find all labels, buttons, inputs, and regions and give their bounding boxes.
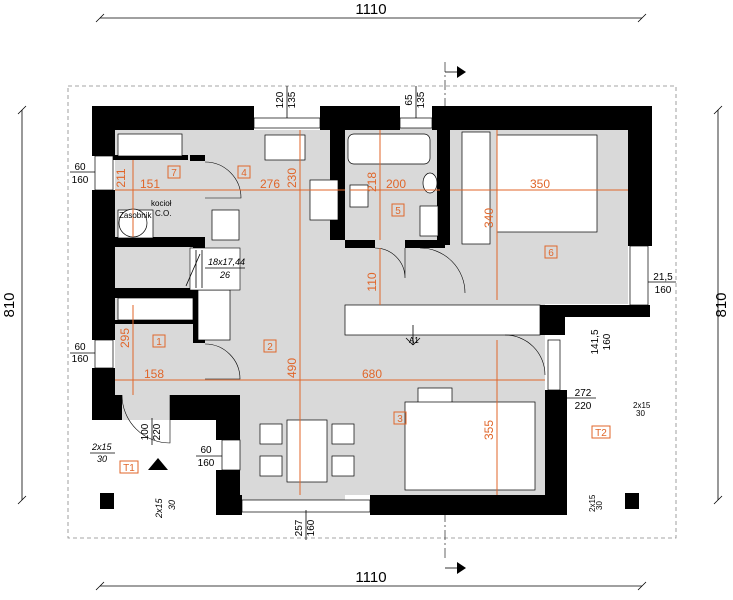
dim-211: 211 xyxy=(114,168,128,187)
dim-218: 218 xyxy=(365,172,379,192)
furniture xyxy=(117,131,598,491)
window-left1-b: 160 xyxy=(72,175,89,186)
dim-276: 276 xyxy=(260,177,280,191)
entry-door-b: 220 xyxy=(152,423,163,440)
slope-2-sub: 30 xyxy=(167,500,177,510)
slope-4-sub: 30 xyxy=(595,501,604,510)
slope-3-sub: 30 xyxy=(636,409,645,418)
dim-230: 230 xyxy=(285,168,299,188)
window-right-b: 160 xyxy=(655,285,672,296)
room-5: 5 xyxy=(395,206,401,217)
entry-arrow-icon xyxy=(148,458,168,470)
terrace-t2: T2 xyxy=(595,428,607,439)
room-2: 2 xyxy=(267,342,273,353)
room-7: 7 xyxy=(171,168,177,179)
door-terrace-a: 272 xyxy=(575,388,592,399)
section-a1-label: A1 xyxy=(409,336,419,345)
sink xyxy=(264,134,306,161)
dining-table xyxy=(286,419,328,483)
dim-680: 680 xyxy=(362,367,382,381)
room-markers: 7 4 5 6 1 2 3 T1 T2 xyxy=(119,165,611,474)
room-1: 1 xyxy=(156,337,162,348)
boiler-sub-label: C.O. xyxy=(155,209,171,218)
stove xyxy=(309,179,339,221)
roof-outline xyxy=(67,85,677,539)
terrace-t1: T1 xyxy=(123,463,135,474)
window-top1-a: 120 xyxy=(275,91,286,108)
double-bed xyxy=(496,134,598,233)
wardrobe xyxy=(117,133,183,157)
window-left2-a: 60 xyxy=(74,342,86,353)
entry-door-a: 100 xyxy=(140,423,151,440)
stairs xyxy=(185,247,241,291)
door-terrace-b: 220 xyxy=(575,401,592,412)
slope-3-label: 2x15 xyxy=(633,401,651,410)
section-arrow: A1 xyxy=(405,325,421,346)
dim-355: 355 xyxy=(482,420,496,440)
tank-label: Zasobnik xyxy=(119,211,152,220)
room-4: 4 xyxy=(241,168,247,179)
boiler-label: kocioł xyxy=(151,199,172,208)
window-bottom-a: 257 xyxy=(294,519,305,536)
slope-4-label: 2x15 xyxy=(588,494,597,512)
window-top2-b: 135 xyxy=(416,91,427,108)
slope-2-label: 2x15 xyxy=(154,497,164,519)
left-height-label: 810 xyxy=(1,292,18,317)
sofa xyxy=(404,401,536,491)
overall-dimensions: 1110 1110 810 810 xyxy=(1,1,730,591)
window-right2-a: 141,5 xyxy=(590,329,601,354)
dim-110: 110 xyxy=(365,272,379,291)
dim-490: 490 xyxy=(285,358,299,378)
doors xyxy=(121,161,546,444)
right-height-label: 810 xyxy=(713,292,730,317)
window-left2-b: 160 xyxy=(72,354,89,365)
bottom-width-label: 1110 xyxy=(355,569,386,586)
window-right2-b: 160 xyxy=(602,333,613,350)
dim-350: 350 xyxy=(530,177,550,191)
window-top2-a: 65 xyxy=(404,94,415,106)
slope-1-label: 2x15 xyxy=(91,442,113,452)
dim-200: 200 xyxy=(386,177,406,191)
window-top1-b: 135 xyxy=(287,91,298,108)
inner-dimension-lines xyxy=(115,130,628,495)
dim-151: 151 xyxy=(140,177,160,191)
stairs-sub-label: 26 xyxy=(219,270,230,280)
window-left3-b: 160 xyxy=(198,458,215,469)
room-6: 6 xyxy=(548,248,554,259)
stairs-label: 18x17,44 xyxy=(208,257,245,267)
dim-340: 340 xyxy=(482,208,496,228)
window-dimensions: 120 135 65 135 60 160 60 160 60 160 21,5… xyxy=(70,86,676,540)
window-left3-a: 60 xyxy=(200,445,212,456)
dim-295: 295 xyxy=(118,328,132,348)
bathtub xyxy=(347,133,431,165)
dim-158: 158 xyxy=(144,367,164,381)
window-right-a: 21,5 xyxy=(653,272,673,283)
top-width-label: 1110 xyxy=(355,1,386,18)
windows xyxy=(94,117,649,513)
toilet xyxy=(422,172,438,194)
room-3: 3 xyxy=(397,414,403,425)
slope-1-sub: 30 xyxy=(97,454,107,464)
window-bottom-b: 160 xyxy=(306,519,317,536)
window-left1-a: 60 xyxy=(74,162,86,173)
